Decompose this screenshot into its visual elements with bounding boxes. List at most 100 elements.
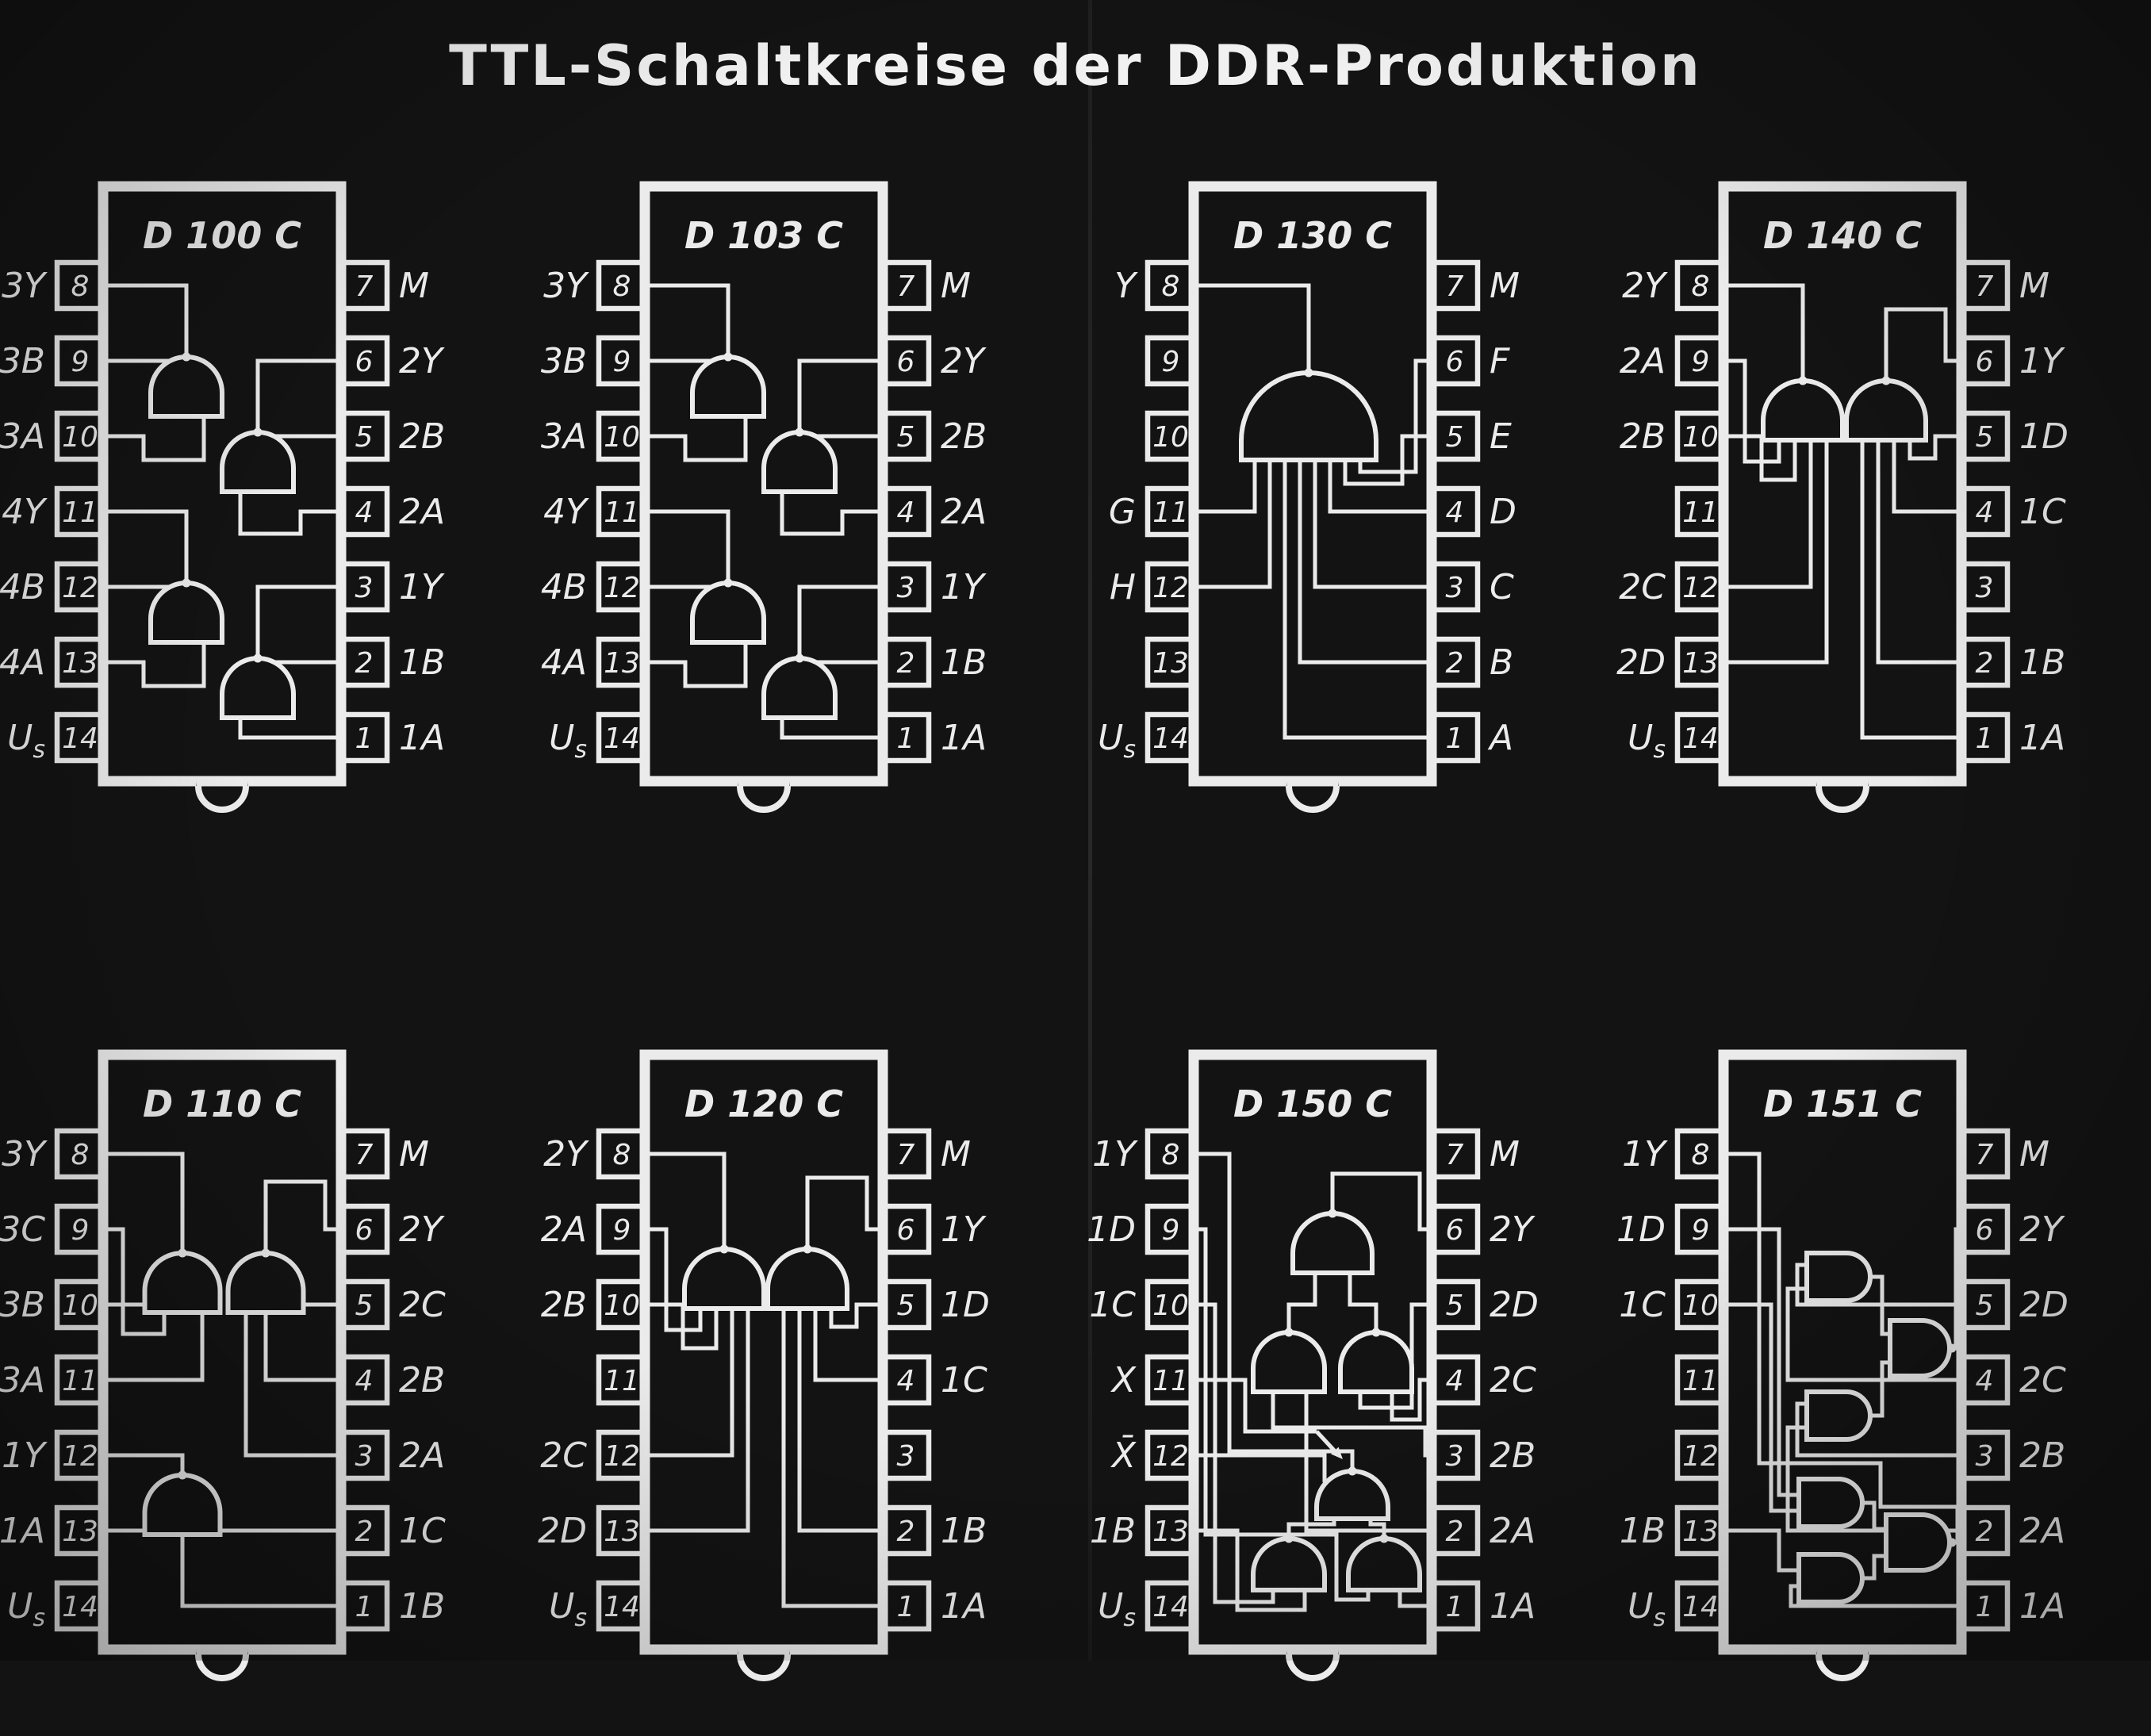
pin-8-number: 8 (613, 1139, 631, 1171)
pin-12-number: 12 (62, 572, 98, 604)
pin-6-label: 2Y (399, 341, 445, 381)
pin-12-box (54, 1429, 106, 1481)
pin-6-number: 6 (1446, 1214, 1464, 1247)
pin-10-label: 1C (1089, 1285, 1136, 1325)
wire (645, 1309, 734, 1458)
wire (780, 492, 883, 536)
pin-12-number: 12 (604, 1440, 640, 1473)
pin-10-box (596, 1278, 648, 1331)
pin-11-box (596, 1354, 648, 1406)
pin-11-box (54, 1354, 106, 1406)
wire (103, 1152, 185, 1253)
ic-package-outline (639, 181, 888, 787)
internal-schematic (1723, 283, 1961, 740)
wire (645, 283, 730, 357)
nand-gate-icon (142, 1251, 223, 1315)
wire (1390, 1378, 1432, 1422)
wire (1194, 1302, 1275, 1604)
pin-4-number: 4 (1976, 496, 1994, 529)
nand-gate-icon (690, 581, 766, 645)
pin-12-number: 12 (604, 572, 640, 604)
nand-gate-icon (1761, 378, 1845, 443)
pin-1-box (1428, 711, 1481, 764)
junction-dot (178, 1470, 187, 1480)
pin-4-label: 1C (941, 1360, 987, 1401)
internal-schematic (103, 283, 341, 740)
wire (1330, 1171, 1432, 1232)
wire (243, 1313, 341, 1458)
pin-1-label: 1A (2019, 1586, 2065, 1627)
wire (255, 584, 341, 658)
pin-7-box (338, 259, 390, 312)
pin-13-box (1145, 636, 1197, 688)
wire (1398, 1590, 1432, 1608)
and-gate-icon (1796, 1477, 1865, 1529)
wire (1194, 1227, 1371, 1602)
ic-package-outline (1188, 181, 1437, 787)
pin-3-number: 3 (1446, 1440, 1464, 1473)
pin-6-box (338, 335, 390, 387)
pin-11-number: 11 (604, 1365, 640, 1397)
pin-13-number: 13 (604, 1516, 640, 1548)
pin-5-label: 2D (1490, 1285, 1539, 1325)
pin-9-box (1145, 335, 1197, 387)
pin-12-number: 12 (1152, 572, 1189, 604)
wire (1194, 1378, 1317, 1434)
pin-11-box (596, 485, 648, 538)
pin-13-label: 4A (541, 642, 587, 683)
pin-5-label: E (1490, 416, 1512, 457)
ic-package-outline (1718, 1049, 1967, 1655)
nand-gate-icon (1251, 1536, 1327, 1592)
pin-10-label: 2B (541, 1285, 587, 1325)
pin-7-box (880, 259, 932, 312)
pin-3-box (1428, 561, 1481, 613)
pin-14-label: Us (549, 718, 587, 764)
ic-package-outline (639, 1049, 888, 1655)
pin-6-label: 1Y (2019, 341, 2065, 381)
pin-3-label: 1Y (941, 567, 987, 607)
notch-mask (1286, 781, 1339, 807)
pin-4-number: 4 (355, 496, 374, 529)
internal-schematic (103, 1152, 341, 1608)
pin-6-box (1428, 335, 1481, 387)
pin-4-number: 4 (897, 496, 915, 529)
wire (805, 1175, 883, 1249)
wire (1723, 1528, 1799, 1573)
pin-3-box (1958, 561, 2011, 613)
pin-14-number: 14 (1682, 1591, 1719, 1623)
pin-9-label: 3B (541, 341, 587, 381)
junction-dot (1304, 368, 1313, 377)
wire (1795, 1263, 1961, 1307)
pin-6-box (1958, 1203, 2011, 1255)
pin-7-label: M (399, 1134, 429, 1175)
pin-7-label: M (1490, 266, 1520, 306)
pin-9-number: 9 (1162, 346, 1180, 378)
pin-6-number: 6 (355, 1214, 374, 1247)
pin-6-number: 6 (1446, 346, 1464, 378)
pin-5-number: 5 (1976, 1290, 1994, 1322)
junction-dot (178, 1248, 187, 1258)
wire (103, 1453, 185, 1475)
pin-13-label: 1B (1620, 1511, 1666, 1551)
wire (1194, 460, 1257, 514)
nand-gate-icon (225, 1251, 306, 1315)
wire (180, 1535, 341, 1608)
wire (645, 642, 748, 688)
pin-2-number: 2 (1446, 1516, 1464, 1548)
pin-10-box (1674, 410, 1727, 462)
pin-3-label: 2B (1490, 1435, 1536, 1476)
pin-3-label: C (1490, 567, 1514, 607)
pin-9-box (1674, 1203, 1727, 1255)
pin-13-label: 1A (0, 1511, 45, 1551)
and-gate-icon (1884, 1512, 1952, 1573)
pin-6-label: 2Y (399, 1209, 445, 1250)
nand-gate-icon (761, 430, 838, 494)
internal-schematic (1194, 283, 1432, 740)
pin-6-number: 6 (355, 346, 374, 378)
notch-mask (738, 781, 790, 807)
pin-14-label: Us (1098, 718, 1136, 764)
pin-4-box (1428, 1354, 1481, 1406)
pin-5-number: 5 (897, 1290, 915, 1322)
